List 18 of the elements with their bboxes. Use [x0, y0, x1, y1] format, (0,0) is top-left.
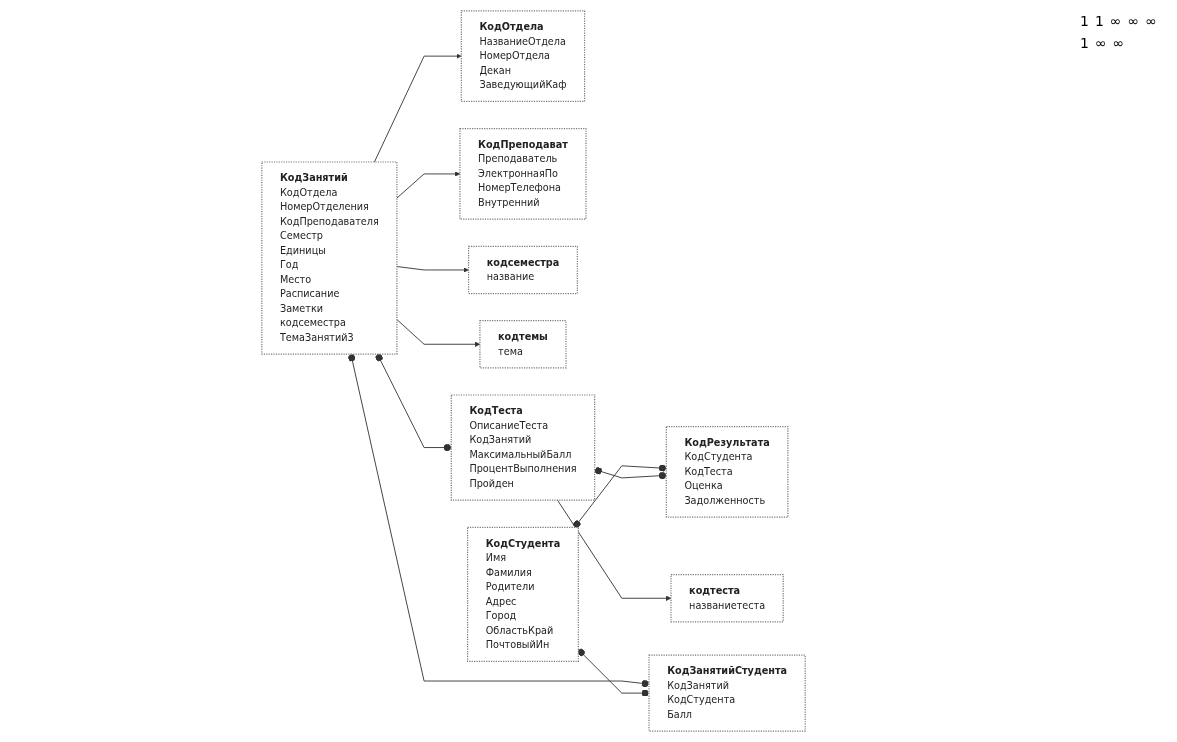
cardinality-label: 1 — [1094, 13, 1104, 29]
node-box: кодтеста названиетеста — [670, 574, 784, 623]
cardinality-label: ∞ — [1112, 35, 1125, 51]
node-box: КодЗанятийСтудента КодЗанятий КодСтудента Балл — [648, 654, 806, 732]
node-box: КодСтудента Имя Фамилия Родители Адрес Город ОбластьКрай ПочтовыйИн — [466, 526, 579, 662]
node-box: КодТеста ОписаниеТеста КодЗанятий МаксимальныйБалл ПроцентВыполнения Пройден — [450, 394, 596, 501]
cardinality-label: ∞ — [1127, 13, 1140, 29]
cardinality-label: ∞ — [1109, 13, 1122, 29]
node-box: кодтемы тема — [479, 320, 567, 369]
node-box: КодЗанятий КодОтдела НомерОтделения КодПреподавателя Семестр Единицы Год Место Расписание Заметки кодсеместра ТемаЗанятий3 — [261, 161, 398, 355]
node-box: кодсеместра название — [467, 245, 578, 295]
node-box: КодОтдела НазваниеОтдела НомерОтдела Декан ЗаведующийКаф — [460, 10, 586, 103]
cardinality-label: ∞ — [1145, 13, 1157, 29]
node-box: КодПреподават Преподаватель ЭлектроннаяПо НомерТелефона Внутренний — [459, 128, 587, 220]
cardinality-label: ∞ — [1094, 35, 1107, 51]
node-box: КодРезультата КодСтудента КодТеста Оценка Задолженность — [665, 425, 789, 518]
cardinality-label: 1 — [1080, 35, 1089, 51]
cardinality-label: 1 — [1080, 13, 1089, 29]
